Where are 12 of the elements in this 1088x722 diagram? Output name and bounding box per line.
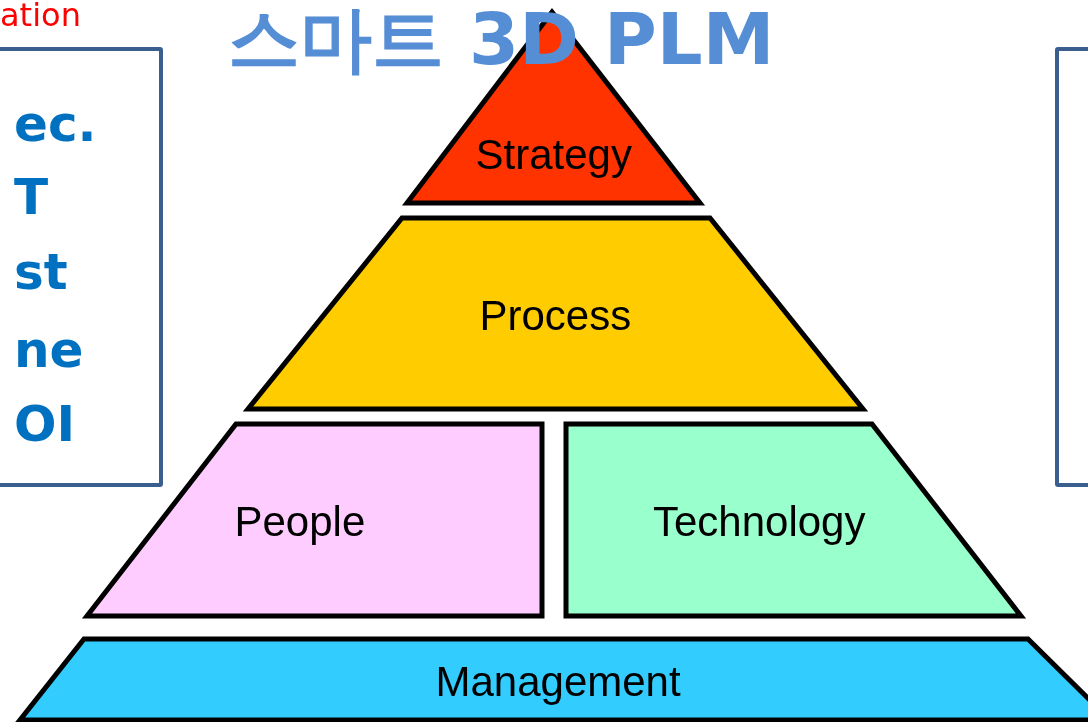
- panel-text: ne: [14, 320, 84, 380]
- panel-text: OI: [14, 394, 76, 454]
- tier-label: Management: [435, 658, 681, 705]
- tier-label: Strategy: [475, 131, 632, 178]
- tier-label: People: [234, 498, 366, 545]
- tier-label: Technology: [653, 498, 866, 545]
- panel-text: T: [14, 167, 49, 227]
- panel-text: st: [14, 242, 68, 302]
- text-panel: [0, 47, 163, 487]
- tier-label: Process: [479, 292, 632, 339]
- panel-text: ec.: [14, 94, 97, 154]
- note-text: ation: [0, 0, 81, 34]
